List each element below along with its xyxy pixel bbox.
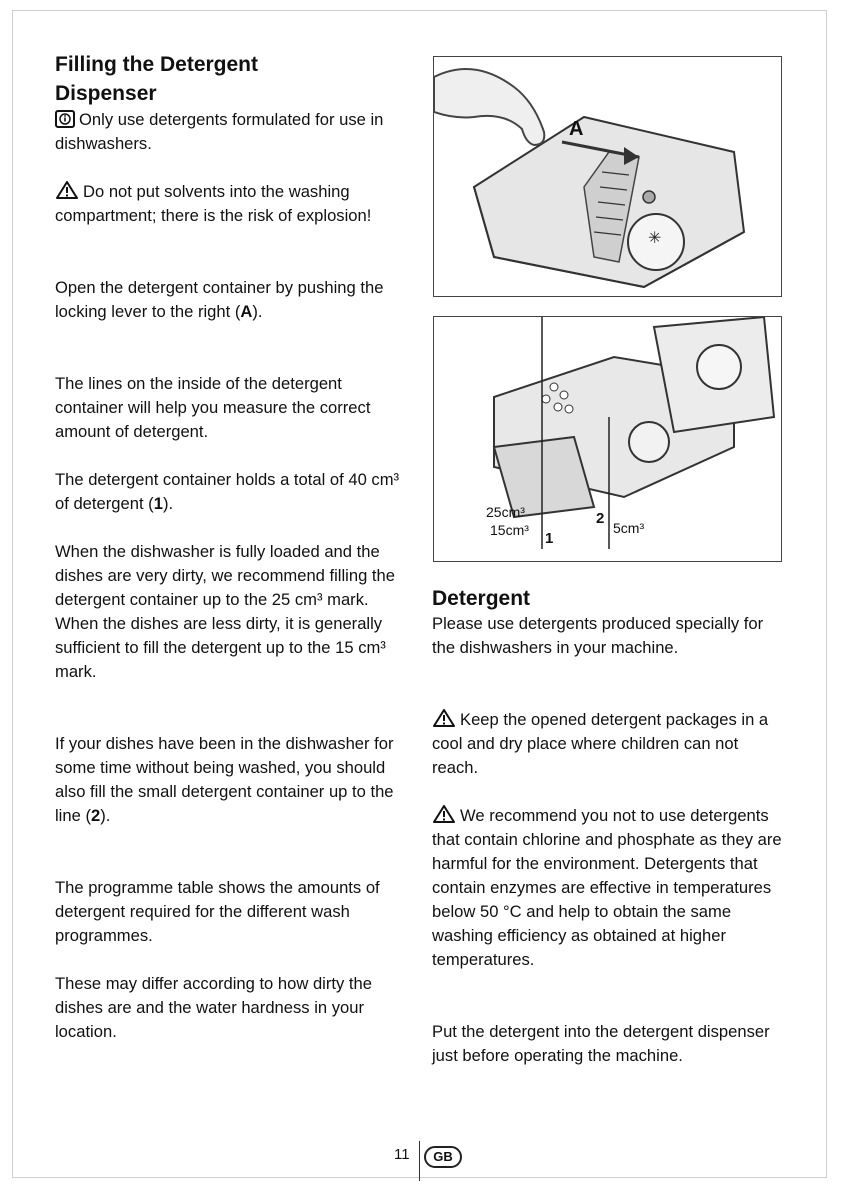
para-small: If your dishes have been in the dishwash… [55, 732, 407, 828]
label-15cm3: 15cm³ [490, 522, 529, 538]
label-5cm3: 5cm³ [613, 520, 644, 536]
info-note: Only use detergents formulated for use i… [55, 108, 407, 156]
para-open: Open the detergent container by pushing … [55, 276, 407, 324]
para-holds-text: The detergent container holds a total of… [55, 470, 400, 513]
figure1-label-a: A [569, 118, 583, 140]
warning-chlorine-text: We recommend you not to use detergents t… [432, 806, 782, 969]
detergent-title: Detergent [432, 587, 531, 610]
svg-text:✳: ✳ [648, 228, 661, 247]
info-text: Only use detergents formulated for use i… [55, 110, 384, 153]
para-use: Please use detergents produced specially… [432, 614, 764, 657]
warning-icon [56, 181, 78, 199]
dispenser-marks-illustration: 25cm³ 15cm³ 1 2 5cm³ [486, 315, 776, 549]
country-badge: GB [424, 1146, 462, 1168]
label-1: 1 [545, 530, 553, 547]
page-number: 11 [394, 1146, 410, 1163]
para-open-end: ). [252, 302, 263, 321]
label-2: 2 [596, 510, 604, 527]
section-title-line2: Dispenser [55, 82, 157, 105]
para-loaded: When the dishwasher is fully loaded and … [55, 542, 396, 681]
warning-chlorine: We recommend you not to use detergents t… [432, 804, 784, 972]
figure-dispenser-open: ✳ A [433, 56, 782, 297]
warning-solvents: Do not put solvents into the washing com… [55, 180, 407, 228]
section-title-line1: Filling the Detergent [55, 53, 259, 76]
para-differ: These may differ according to how dirty … [55, 974, 372, 1041]
section-title: Filling the Detergent Dispenser [55, 50, 258, 108]
para-small-text: If your dishes have been in the dishwash… [55, 734, 394, 825]
warning-icon [433, 709, 455, 727]
para-put: Put the detergent into the detergent dis… [432, 1022, 770, 1065]
dispenser-illustration: ✳ A [433, 68, 746, 289]
figure-dispenser-marks: 25cm³ 15cm³ 1 2 5cm³ [433, 315, 782, 562]
label-25cm3: 25cm³ [486, 504, 525, 520]
info-icon [55, 110, 75, 128]
para-holds: The detergent container holds a total of… [55, 468, 407, 516]
para-lines: The lines on the inside of the detergent… [55, 374, 371, 441]
para-small-ref: 2 [90, 806, 101, 825]
warning-keep: Keep the opened detergent packages in a … [432, 708, 784, 780]
para-holds-end: ). [162, 494, 174, 513]
warning-solvents-text: Do not put solvents into the washing com… [55, 182, 372, 225]
para-open-ref: A [240, 302, 253, 321]
warning-keep-text: Keep the opened detergent packages in a … [432, 710, 769, 777]
footer-divider [419, 1141, 420, 1181]
para-open-text: Open the detergent container by pushing … [55, 278, 384, 321]
para-small-end: ). [100, 806, 111, 825]
para-table: The programme table shows the amounts of… [55, 878, 380, 945]
para-holds-ref: 1 [153, 494, 163, 513]
warning-icon [433, 805, 455, 823]
